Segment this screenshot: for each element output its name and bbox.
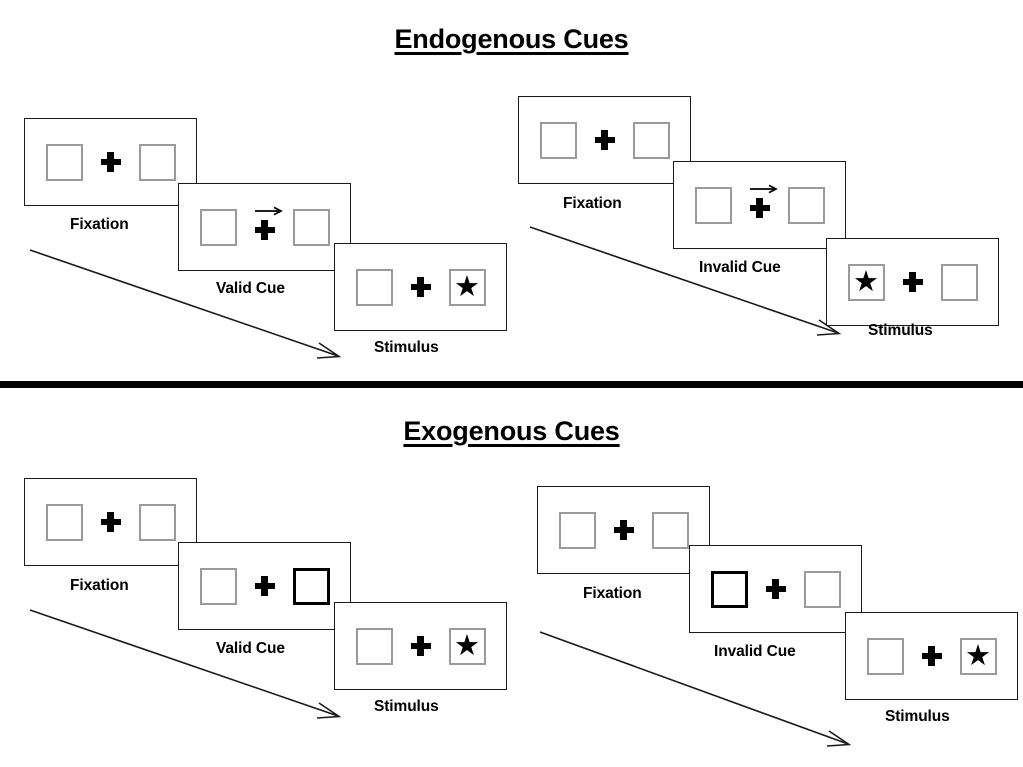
fixation-cross-icon bbox=[100, 152, 121, 172]
right-box-target: ★ bbox=[448, 627, 486, 665]
frame-content: ★ bbox=[335, 603, 506, 689]
left-box bbox=[355, 627, 393, 665]
fixation-cross-icon bbox=[254, 220, 275, 240]
frame-label-stimulus: Stimulus bbox=[868, 322, 933, 339]
right-arrow-icon bbox=[749, 184, 778, 194]
left-box bbox=[866, 637, 904, 675]
fixation-cross-icon bbox=[921, 646, 942, 666]
fixation-cross-icon bbox=[254, 576, 275, 596]
left-box bbox=[558, 511, 596, 549]
left-box bbox=[694, 186, 732, 224]
section-title-endogenous-text: Endogenous Cues bbox=[394, 24, 629, 54]
fixation-cross-icon bbox=[613, 520, 634, 540]
frame-label-invalid-cue: Invalid Cue bbox=[699, 259, 781, 276]
frame-endogenous-invalid-fixation[interactable] bbox=[518, 96, 691, 184]
fixation-cross-icon bbox=[100, 512, 121, 532]
fixation-cross-icon bbox=[765, 579, 786, 599]
frame-label-stimulus: Stimulus bbox=[885, 708, 950, 725]
frame-content: ★ bbox=[335, 244, 506, 330]
left-box bbox=[199, 567, 237, 605]
frame-label-stimulus: Stimulus bbox=[374, 339, 439, 356]
frame-label-invalid-cue: Invalid Cue bbox=[714, 643, 796, 660]
right-box bbox=[138, 143, 176, 181]
time-arrow-icon bbox=[29, 609, 342, 719]
section-endogenous-cues: Endogenous Cues Fixation bbox=[0, 24, 1023, 359]
right-box bbox=[138, 503, 176, 541]
fixation-cross-icon bbox=[410, 636, 431, 656]
frame-content bbox=[25, 479, 196, 565]
frame-label-fixation: Fixation bbox=[70, 216, 129, 233]
frame-content: ★ bbox=[846, 613, 1017, 699]
fixation-cross-icon bbox=[749, 198, 770, 218]
frame-label-stimulus: Stimulus bbox=[374, 698, 439, 715]
frame-content bbox=[179, 543, 350, 629]
frame-endogenous-valid-cue[interactable] bbox=[178, 183, 351, 271]
time-arrow-icon bbox=[539, 631, 852, 747]
frame-label-fixation: Fixation bbox=[70, 577, 129, 594]
fixation-cross-icon bbox=[410, 277, 431, 297]
section-exogenous-cues: Exogenous Cues Fixation Valid Cue bbox=[0, 390, 1023, 767]
section-title-endogenous: Endogenous Cues bbox=[0, 24, 1023, 55]
right-box-cued bbox=[292, 567, 330, 605]
time-arrow-icon bbox=[29, 249, 342, 359]
frame-exogenous-invalid-cue[interactable] bbox=[689, 545, 862, 633]
frame-content bbox=[690, 546, 861, 632]
left-box bbox=[199, 208, 237, 246]
section-title-exogenous-text: Exogenous Cues bbox=[403, 416, 620, 446]
right-box bbox=[940, 263, 978, 301]
time-arrow-icon bbox=[529, 226, 842, 336]
section-title-exogenous: Exogenous Cues bbox=[0, 416, 1023, 447]
right-box-target: ★ bbox=[959, 637, 997, 675]
frame-exogenous-valid-cue[interactable] bbox=[178, 542, 351, 630]
frame-exogenous-valid-stimulus[interactable]: ★ bbox=[334, 602, 507, 690]
left-box bbox=[539, 121, 577, 159]
frame-content bbox=[179, 184, 350, 270]
left-box-cued bbox=[710, 570, 748, 608]
section-divider bbox=[0, 381, 1023, 388]
star-icon: ★ bbox=[853, 263, 879, 298]
left-box bbox=[45, 143, 83, 181]
frame-content bbox=[519, 97, 690, 183]
fixation-cross-icon bbox=[594, 130, 615, 150]
frame-label-valid-cue: Valid Cue bbox=[216, 280, 285, 297]
frame-content bbox=[674, 162, 845, 248]
right-box bbox=[787, 186, 825, 224]
frame-content: ★ bbox=[827, 239, 998, 325]
frame-exogenous-invalid-stimulus[interactable]: ★ bbox=[845, 612, 1018, 700]
frame-exogenous-invalid-fixation[interactable] bbox=[537, 486, 710, 574]
frame-endogenous-invalid-stimulus[interactable]: ★ bbox=[826, 238, 999, 326]
star-icon: ★ bbox=[454, 627, 480, 662]
frame-content bbox=[538, 487, 709, 573]
fixation-cross-icon bbox=[902, 272, 923, 292]
frame-endogenous-valid-fixation[interactable] bbox=[24, 118, 197, 206]
frame-exogenous-valid-fixation[interactable] bbox=[24, 478, 197, 566]
left-box bbox=[355, 268, 393, 306]
left-box-target: ★ bbox=[847, 263, 885, 301]
star-icon: ★ bbox=[965, 637, 991, 672]
frame-label-fixation: Fixation bbox=[583, 585, 642, 602]
right-box bbox=[292, 208, 330, 246]
right-box bbox=[632, 121, 670, 159]
frame-label-fixation: Fixation bbox=[563, 195, 622, 212]
central-arrow-cue bbox=[749, 184, 778, 218]
frame-endogenous-valid-stimulus[interactable]: ★ bbox=[334, 243, 507, 331]
right-arrow-icon bbox=[254, 206, 283, 216]
right-box-target: ★ bbox=[448, 268, 486, 306]
right-box bbox=[651, 511, 689, 549]
left-box bbox=[45, 503, 83, 541]
frame-endogenous-invalid-cue[interactable] bbox=[673, 161, 846, 249]
frame-label-valid-cue: Valid Cue bbox=[216, 640, 285, 657]
right-box bbox=[803, 570, 841, 608]
star-icon: ★ bbox=[454, 268, 480, 303]
central-arrow-cue bbox=[254, 206, 283, 240]
frame-content bbox=[25, 119, 196, 205]
